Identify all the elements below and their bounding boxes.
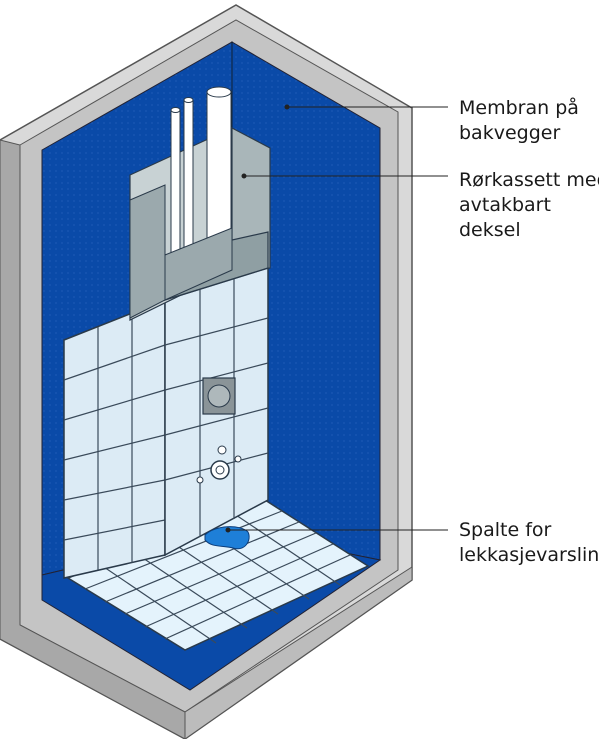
pipe-box-cassette [129,86,271,321]
pipe-box-label-line-1: Rørkassett med [459,169,599,191]
membrane-label-line-1: Membran på [459,97,579,119]
pipe-box-label-line-3: deksel [459,219,521,241]
leader-lines [225,104,448,533]
membrane-label-line-2: bakvegger [459,122,561,144]
membrane-label: Membran på bakvegger [459,96,579,146]
pipe-box-label: Rørkassett med avtakbart deksel [459,168,599,243]
pipe-box-label-line-2: avtakbart [459,194,551,216]
leak-water-icon [204,526,250,550]
leak-slot-label-line-2: lekkasjevarsling [459,544,599,566]
leak-slot-label-line-1: Spalte for [459,519,552,541]
leak-slot-label: Spalte for lekkasjevarsling [459,518,599,568]
left-tiled-wall [63,298,166,579]
valve-icon [196,445,242,484]
wall-fixtures [196,377,242,484]
